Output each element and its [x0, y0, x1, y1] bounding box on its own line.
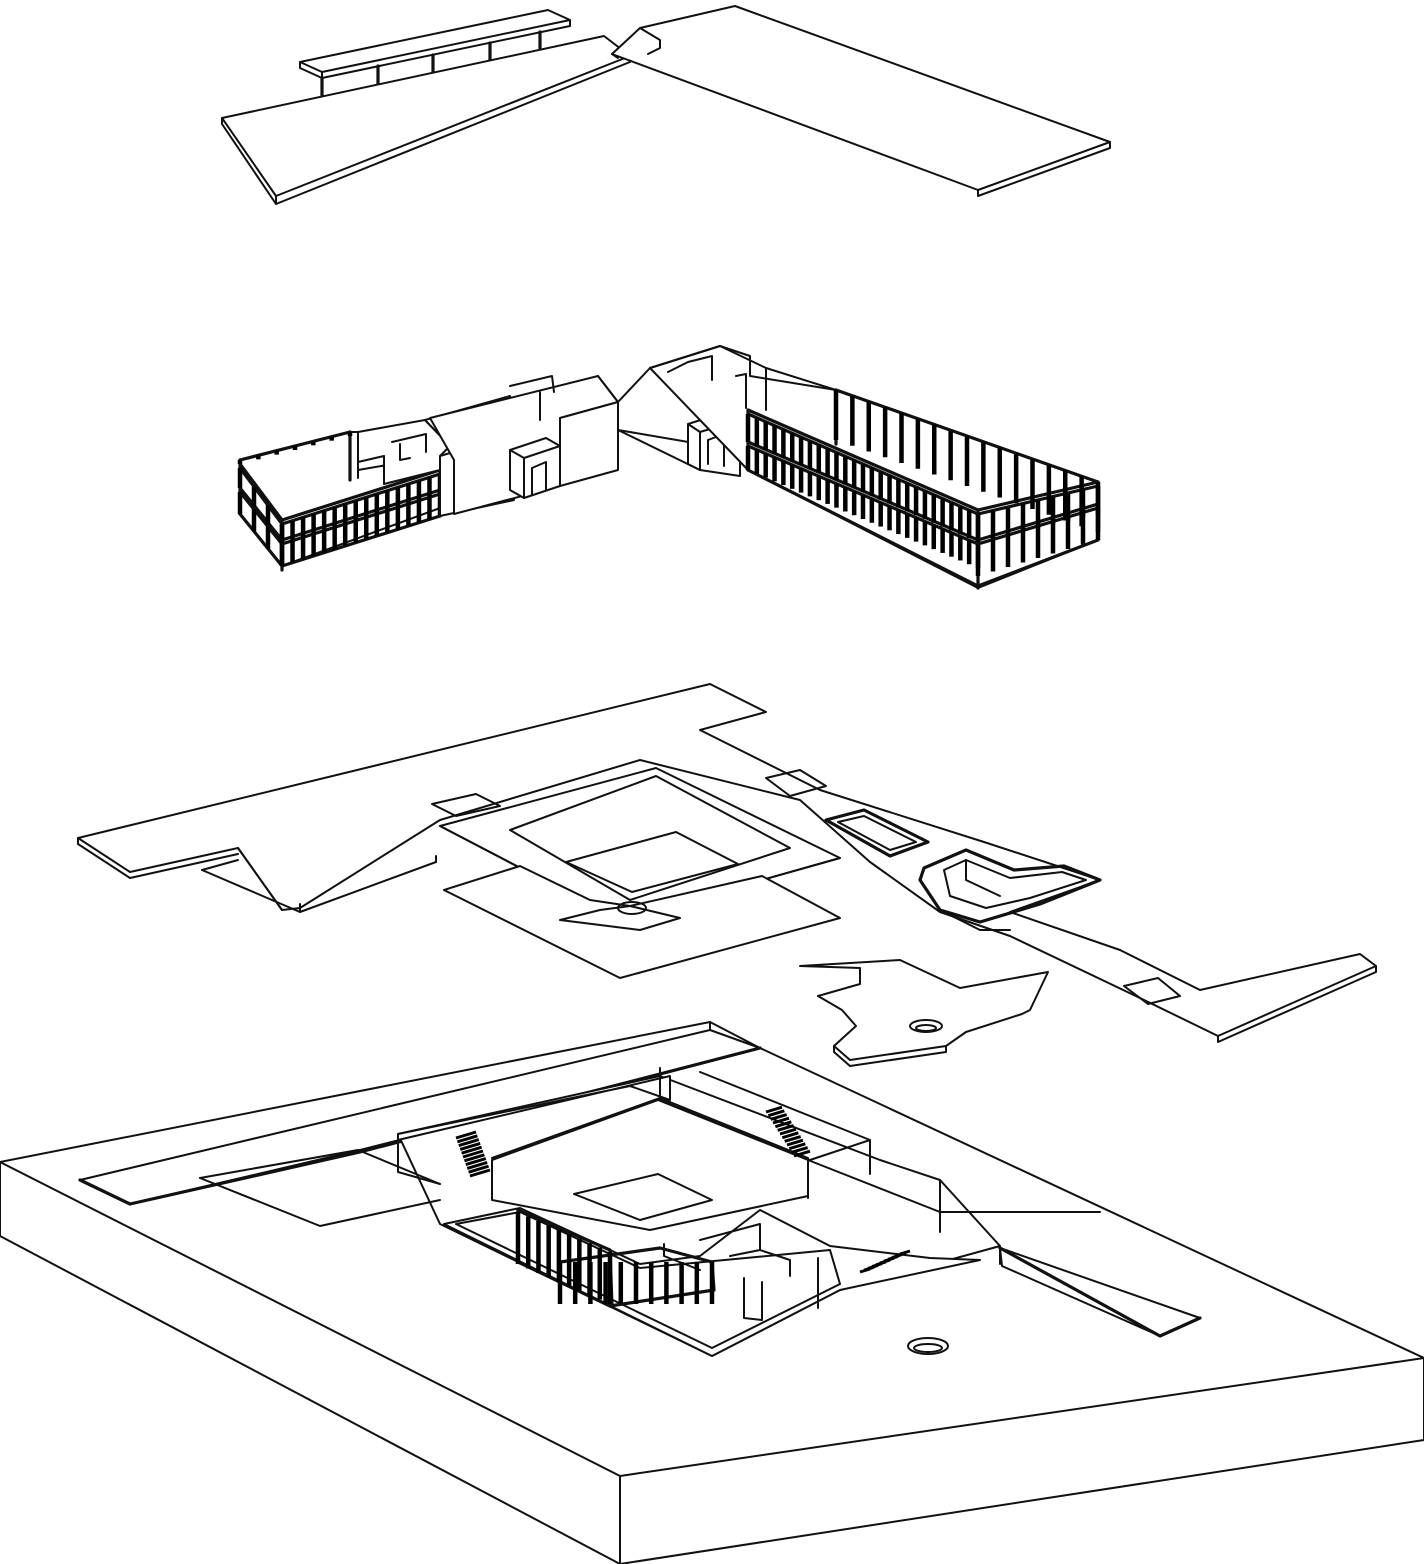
stair-tread — [463, 1153, 485, 1163]
stair-tread — [459, 1141, 481, 1151]
long-channel — [78, 1021, 1202, 1338]
stair-flights — [455, 1105, 911, 1274]
layer-pavilions — [237, 345, 1101, 590]
stair-tread — [779, 1127, 797, 1136]
stair-tread — [770, 1113, 788, 1121]
court-floor-slab — [443, 865, 841, 979]
stair-tread — [791, 1146, 809, 1154]
stair-tread — [466, 1160, 488, 1170]
roof-slab-east — [611, 5, 1111, 197]
stair-tread — [767, 1109, 785, 1118]
stair-tread — [774, 1120, 792, 1129]
stair-tread — [469, 1168, 491, 1178]
stair-tread — [455, 1130, 477, 1140]
stair-tread — [465, 1157, 487, 1167]
skylight-openings — [431, 769, 1181, 1005]
ground-slab — [77, 683, 1377, 1043]
roof-slab-west — [221, 35, 631, 205]
roof-canopy — [299, 9, 571, 98]
stair-tread — [784, 1135, 802, 1143]
stair-tread — [458, 1138, 480, 1148]
stair-tread — [468, 1164, 490, 1174]
stair-tread — [793, 1149, 811, 1158]
layer-roof — [221, 5, 1111, 205]
stair-tread — [456, 1134, 478, 1144]
mullions-west — [237, 432, 443, 566]
stair-tread — [765, 1105, 783, 1114]
stair-tread — [786, 1138, 804, 1147]
stair-tread — [781, 1131, 799, 1140]
glazed-pavilion-east — [649, 345, 1101, 590]
layer-base — [0, 1021, 1424, 1564]
stair-tread — [777, 1124, 795, 1132]
sunken-pavilion-glazing — [515, 1208, 716, 1308]
layer-ground-plane — [77, 683, 1377, 1067]
stair-tread — [772, 1116, 790, 1125]
stair-tread — [462, 1149, 484, 1159]
mullions-east — [745, 390, 1101, 576]
cross-platform — [799, 959, 1049, 1067]
stair-tread — [461, 1145, 483, 1155]
stair-tread — [788, 1142, 806, 1151]
stair-tread — [899, 1249, 911, 1256]
entry-portal-west — [509, 437, 561, 499]
oculus — [907, 1337, 949, 1355]
